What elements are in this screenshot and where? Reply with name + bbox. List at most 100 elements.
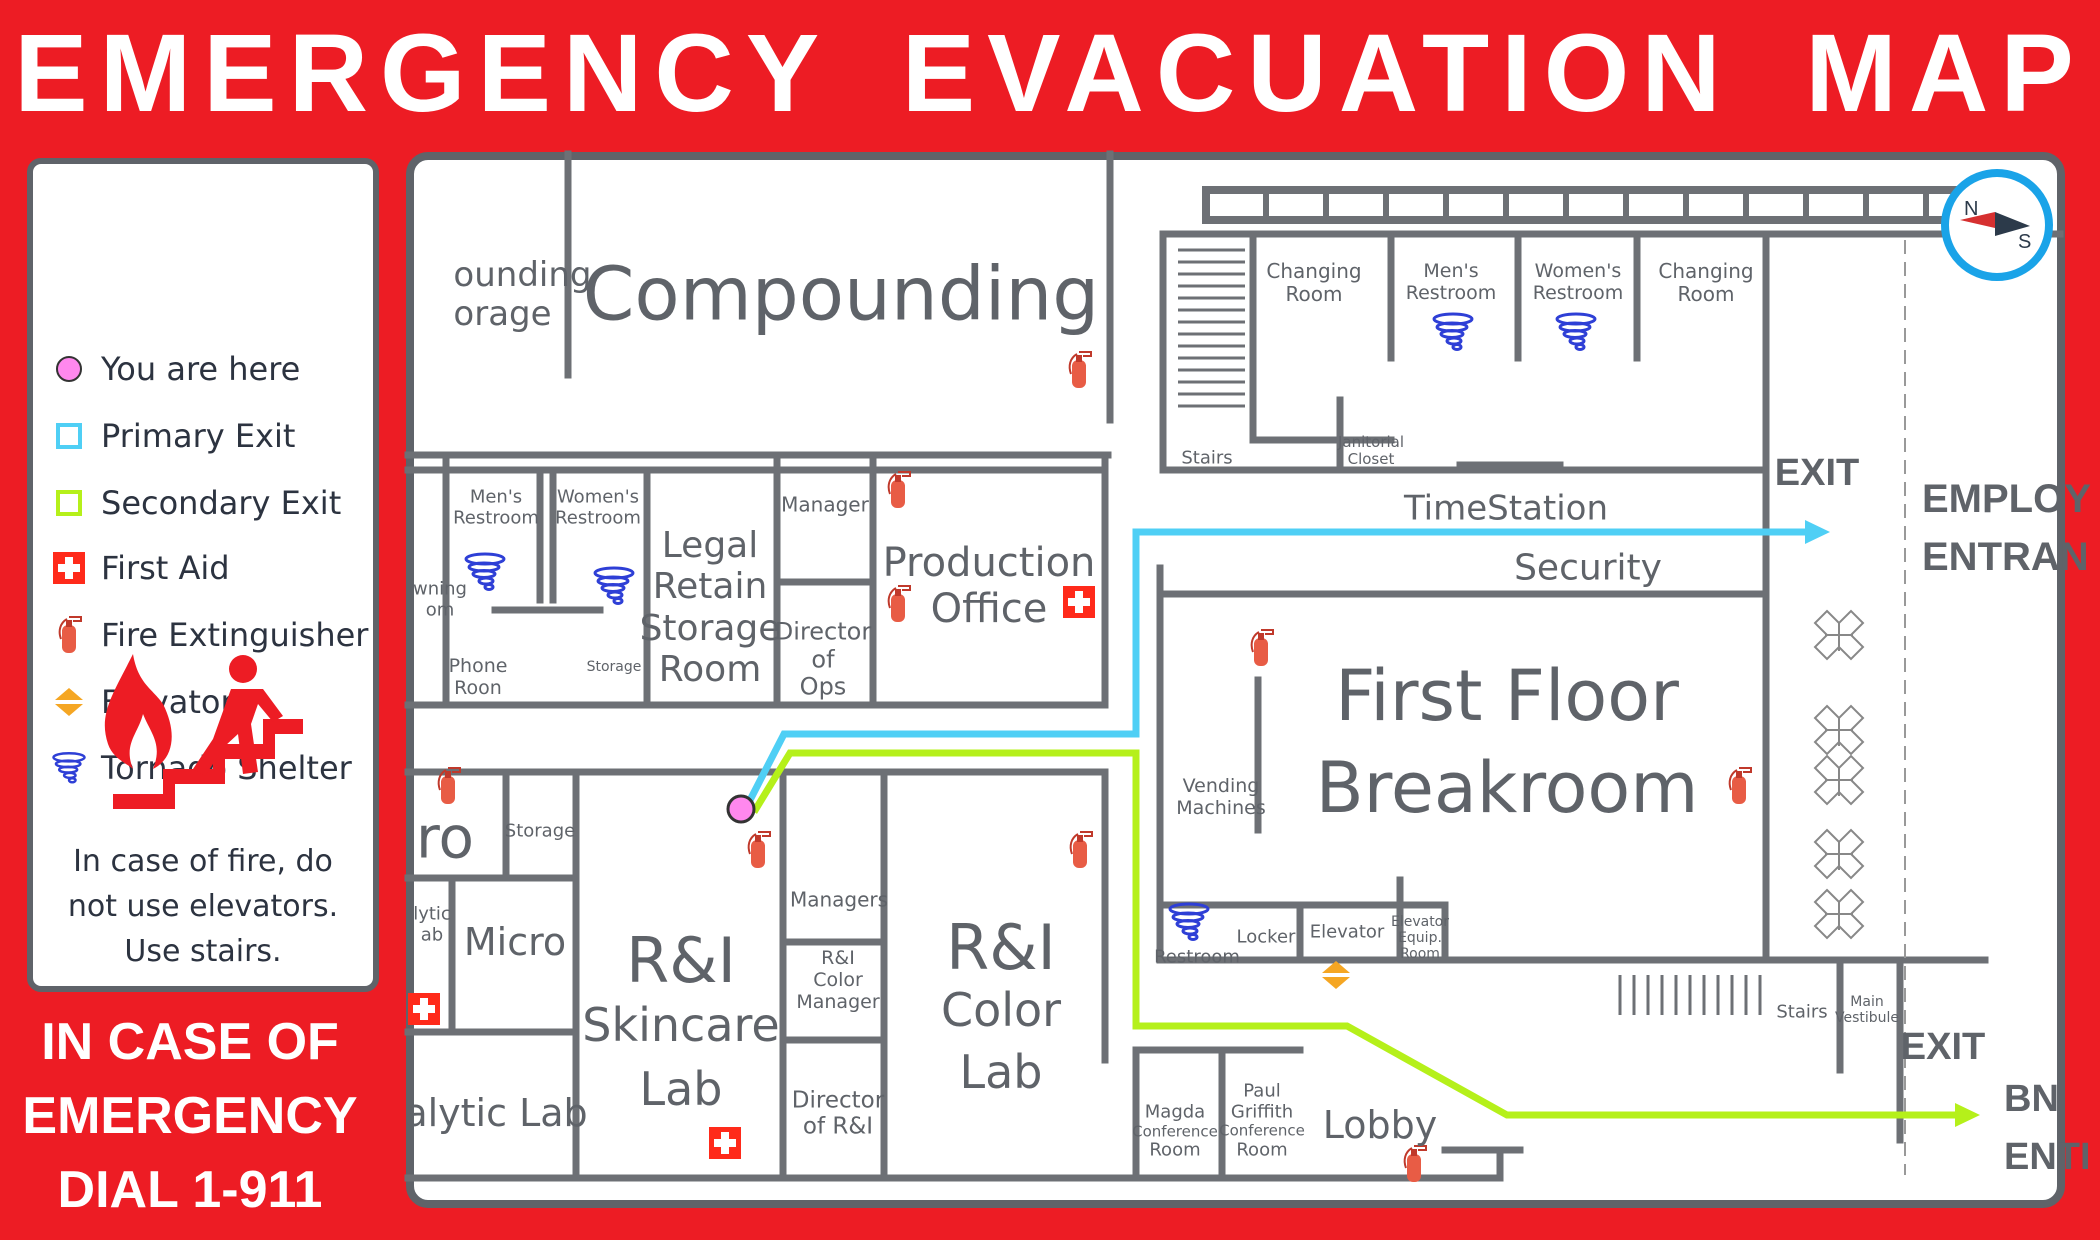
emergency-line: EMERGENCY [22,1087,358,1145]
primary-exit-route [744,528,1810,806]
room-elevator: Elevator [1309,921,1385,943]
table-icons [1813,609,1865,940]
room-locker: Locker [1236,926,1296,948]
tornado-shelter-icon [464,552,506,591]
legend-label: Fire Extinguisher [101,616,369,654]
fire-note-line: In case of fire, do [73,844,333,879]
secondary-exit-icon [51,485,87,521]
room-analytic-lab: alytic Lab [404,1091,588,1136]
emergency-dial-notice: IN CASE OF EMERGENCY DIAL 1-911 [10,1005,370,1227]
fire-safety-note: In case of fire, do not use elevators. U… [33,839,373,974]
room-micro-lab: ro [415,803,475,872]
fire-extinguisher-icon [1250,629,1274,667]
legend-primary-exit: Primary Exit [33,411,295,461]
legend-panel: You are here Primary Exit Secondary Exit… [27,158,379,992]
exit-label-south: EXIT [1900,1026,1986,1069]
fire-extinguisher-icon [887,471,911,509]
tornado-shelter-icon [1555,312,1597,351]
room-storage-west: Storage [504,820,576,842]
stairs-steps [1178,248,1762,1015]
map-title: EMERGENCY EVACUATION MAP [14,12,2086,135]
legend-label: Secondary Exit [101,484,342,522]
room-timestation: TimeStation [1403,488,1609,529]
legend-you-are-here: You are here [33,344,300,394]
room-managers: Managers [789,887,889,912]
compass: N S [1941,169,2053,281]
tornado-shelter-icon [1168,902,1210,941]
exit-label-east: EXIT [1774,452,1860,495]
fire-no-elevator-stairs-icon [104,654,303,809]
fire-extinguisher-icon [1728,767,1752,805]
room-compounding: Compounding [582,251,1100,338]
map-border [406,152,2065,1208]
emergency-line: IN CASE OF [41,1013,339,1071]
fire-note-line: Use stairs. [124,934,282,969]
room-lobby: Lobby [1322,1103,1438,1148]
secondary-exit-arrow [1955,1103,1980,1127]
first-aid-icon [709,1127,741,1159]
legend-label: You are here [101,350,301,388]
primary-exit-icon [51,418,87,454]
fire-extinguisher-icon [1069,831,1093,869]
legend-label: First Aid [101,549,230,587]
room-manager: Manager [781,492,869,517]
table-icon [1813,609,1865,661]
legend-fire-extinguisher: Fire Extinguisher [33,610,368,660]
tornado-shelter-icon [593,566,635,605]
room-micro: Micro [463,920,567,965]
fire-extinguisher-icon [1068,351,1092,389]
room-stairs-north: Stairs [1181,447,1233,469]
primary-exit-arrow [1805,520,1830,544]
fire-extinguisher-icon [747,831,771,869]
room-stairs-south: Stairs [1776,1001,1828,1023]
table-icon [1813,828,1865,880]
room-restroom: Restroom [1154,946,1240,968]
compass-south-label: S [2018,231,2031,253]
fire-note-line: not use elevators. [67,889,339,924]
legend-label: Primary Exit [101,417,296,455]
legend-secondary-exit: Secondary Exit [33,478,341,528]
tornado-shelter-icon [1432,312,1474,351]
floor-map [408,154,2063,1206]
legend-first-aid: First Aid [33,543,230,593]
table-icon [1813,754,1865,806]
first-aid-icon [51,550,87,586]
emergency-line: DIAL 1-911 [57,1161,323,1219]
table-icon [1813,888,1865,940]
secondary-exit-route [751,749,1958,1119]
you-are-here-icon [51,351,87,387]
you-are-here-marker [726,794,756,824]
table-icon [1813,704,1865,756]
first-aid-icon [408,993,440,1025]
room-storage-small: Storage [586,658,642,675]
compass-north-label: N [1964,198,1978,220]
elevator-icon [1322,961,1350,989]
